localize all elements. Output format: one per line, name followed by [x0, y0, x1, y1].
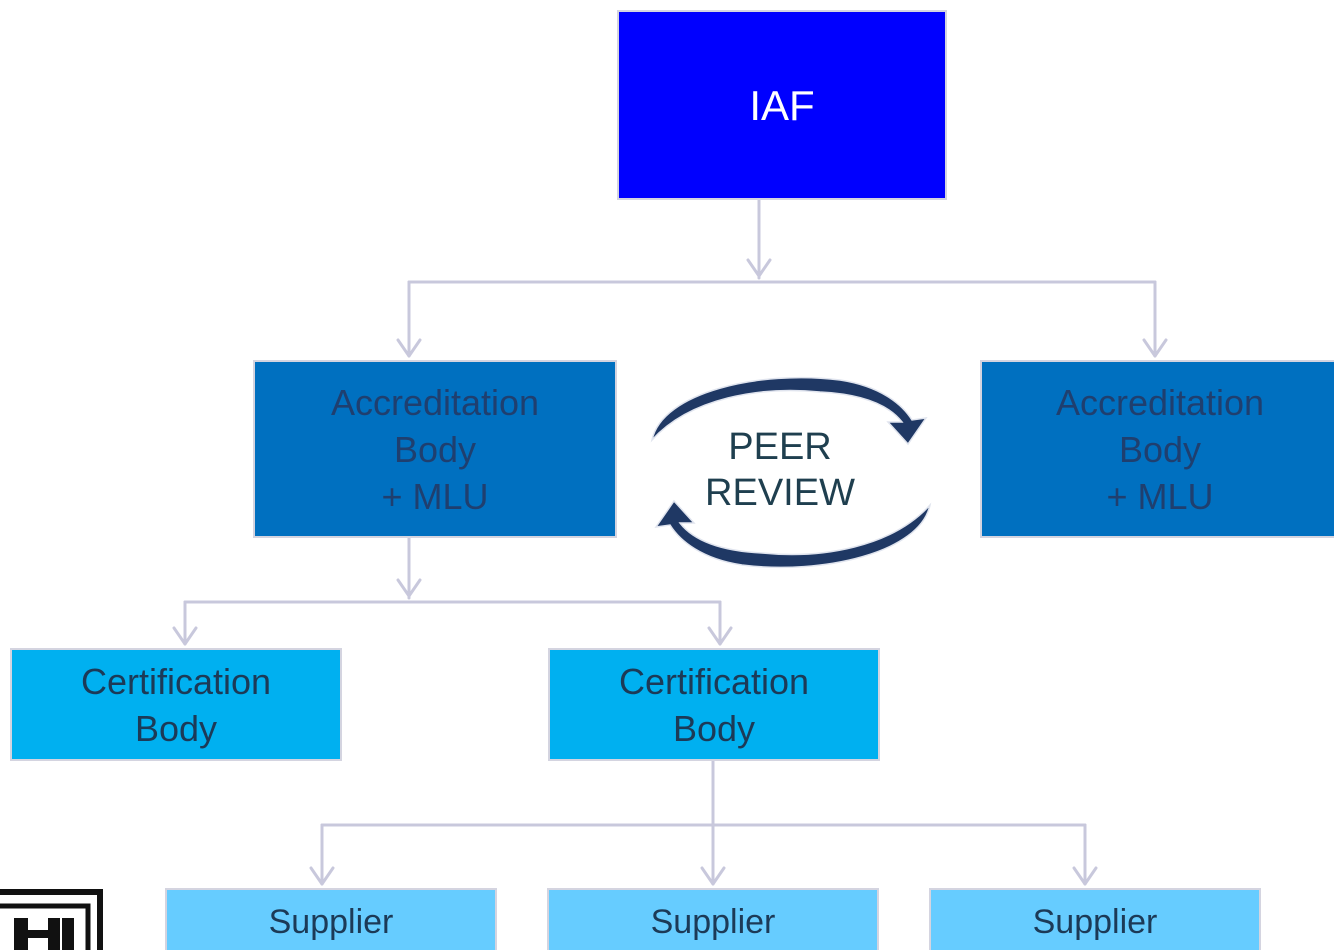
- accreditation-left-line-1: Accreditation: [330, 381, 540, 423]
- peer-review-line-1: PEER: [728, 426, 832, 468]
- arrowhead-iaf: [746, 258, 772, 278]
- certification-right-line-1: Certification: [618, 660, 810, 702]
- certification-left-line-2: Body: [134, 707, 218, 749]
- arrowhead-ab-left: [396, 338, 422, 358]
- corner-logo-icon: [0, 888, 105, 950]
- peer-arrow-bottom: [654, 499, 932, 569]
- iaf-node: IAF: [617, 10, 947, 200]
- accreditation-right-line-1: Accreditation: [1055, 381, 1265, 423]
- accreditation-left-line-3: + MLU: [381, 475, 489, 517]
- accreditation-right-line-3: + MLU: [1106, 475, 1214, 517]
- peer-arrow-top: [650, 376, 928, 446]
- accreditation-left-line-2: Body: [393, 428, 477, 470]
- supplier-node-3: Supplier: [929, 888, 1261, 950]
- certification-left-line-1: Certification: [80, 660, 272, 702]
- peer-review-cycle-icon: [650, 376, 932, 569]
- certification-body-right-node: Certification Body: [548, 648, 880, 761]
- arrowhead-ab-down: [396, 578, 422, 598]
- peer-review-label: PEER REVIEW: [690, 420, 870, 520]
- supplier-node-2: Supplier: [547, 888, 879, 950]
- supplier-2-label: Supplier: [650, 903, 776, 941]
- arrowhead-cb-right: [707, 626, 733, 646]
- supplier-3-label: Supplier: [1032, 903, 1158, 941]
- iaf-label: IAF: [749, 81, 815, 129]
- accreditation-right-line-2: Body: [1118, 428, 1202, 470]
- arrowhead-sup-1: [309, 866, 335, 886]
- arrowhead-cb-left: [172, 626, 198, 646]
- arrowhead-ab-right: [1142, 338, 1168, 358]
- certification-right-line-2: Body: [672, 707, 756, 749]
- accreditation-body-right-node: Accreditation Body + MLU: [980, 360, 1334, 538]
- peer-review-line-2: REVIEW: [705, 472, 855, 514]
- supplier-node-1: Supplier: [165, 888, 497, 950]
- accreditation-body-left-node: Accreditation Body + MLU: [253, 360, 617, 538]
- arrowhead-sup-2: [700, 866, 726, 886]
- arrowhead-sup-3: [1072, 866, 1098, 886]
- certification-body-left-node: Certification Body: [10, 648, 342, 761]
- supplier-1-label: Supplier: [268, 903, 394, 941]
